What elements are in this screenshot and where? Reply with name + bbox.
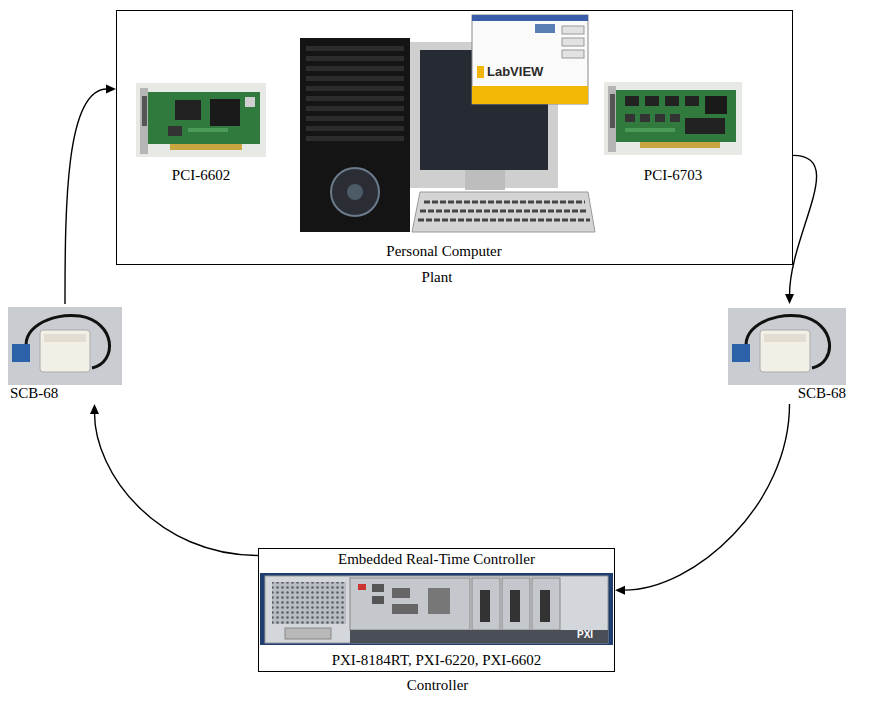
- terminal-block-photo: [8, 307, 122, 385]
- arrow-head: [106, 85, 116, 94]
- label-holder: PXI: [577, 629, 593, 640]
- component-label: PCI-6602: [172, 167, 230, 184]
- arrow-head: [90, 404, 99, 414]
- label-holder: LabVIEW: [487, 64, 543, 79]
- flow-line: [790, 155, 817, 295]
- heading-holder: Plant: [117, 269, 757, 286]
- chassis-brand-text: PXI: [577, 629, 593, 640]
- group-heading: Plant: [117, 269, 757, 286]
- flow-arrow: [615, 404, 790, 595]
- component-label: SCB-68: [798, 385, 846, 402]
- flow-line: [624, 404, 790, 590]
- component-label: PXI-8184RT, PXI-6220, PXI-6602: [332, 652, 542, 669]
- plant-box: PlantPCI-6602Personal ComputerPCI-6703: [116, 10, 793, 265]
- card-node: PCI-6703: [600, 78, 746, 186]
- flow-arrow: [65, 85, 116, 304]
- arrow-head: [615, 586, 625, 595]
- terminal-node: SCB-68: [724, 304, 850, 404]
- flow-arrow: [785, 155, 817, 304]
- pci-card-photo: [604, 82, 742, 155]
- personal-computer-photo: [300, 15, 595, 232]
- controller-box: Embedded Real-Time ControllerPXI-8184RT,…: [258, 548, 615, 672]
- component-label: PCI-6703: [644, 167, 702, 184]
- terminal-node: SCB-68: [6, 304, 124, 404]
- pxi-chassis-photo: [260, 573, 613, 645]
- heading-holder: Controller: [259, 677, 616, 694]
- software-logo-text: LabVIEW: [487, 64, 543, 79]
- computer-node: Personal Computer: [296, 14, 592, 262]
- terminal-block-photo: [728, 308, 846, 385]
- flow-arrow: [90, 404, 258, 555]
- component-label: SCB-68: [10, 385, 58, 402]
- arrow-head: [785, 294, 794, 304]
- flow-line: [95, 413, 259, 555]
- component-label: Personal Computer: [386, 243, 501, 260]
- card-node: PCI-6602: [130, 78, 272, 186]
- group-heading: Controller: [259, 677, 616, 694]
- component-label: Embedded Real-Time Controller: [338, 551, 535, 568]
- pci-card-photo: [136, 83, 266, 157]
- flow-line: [65, 89, 107, 304]
